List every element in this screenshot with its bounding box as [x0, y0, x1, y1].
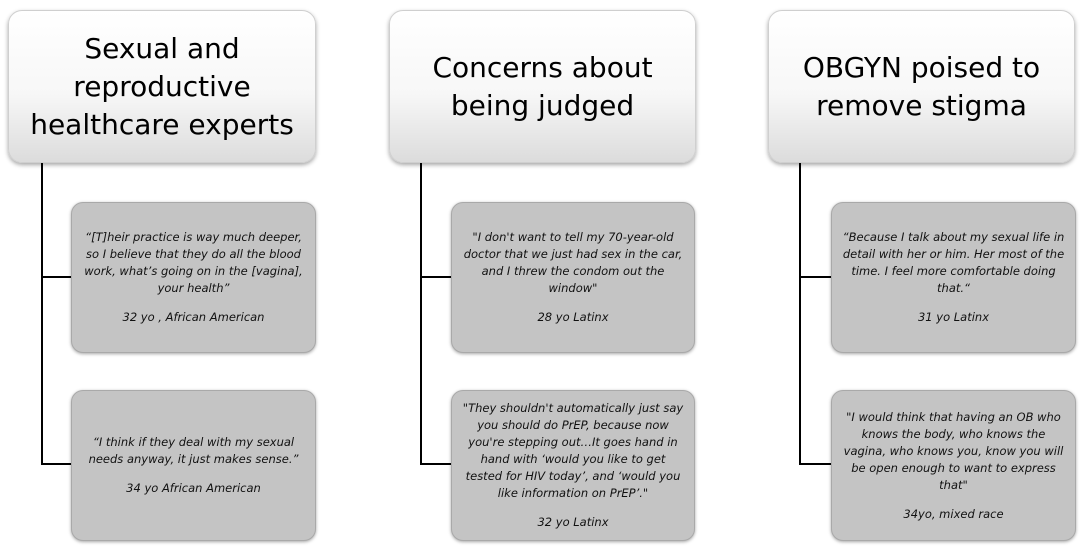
column-2-header: Concerns about being judged — [389, 10, 696, 163]
quote-source: 32 yo Latinx — [537, 515, 609, 529]
quote-source: 28 yo Latinx — [537, 310, 609, 324]
column-3-quote-1: “Because I talk about my sexual life in … — [831, 202, 1076, 353]
quote-text: "I don't want to tell my 70-year-old doc… — [463, 230, 683, 295]
column-2-quote-2: "They shouldn't automatically just say y… — [451, 390, 695, 541]
column-1-connector-branch-2 — [41, 463, 71, 465]
column-1-header: Sexual and reproductive healthcare exper… — [8, 10, 316, 163]
quote-source: 34yo, mixed race — [903, 506, 1004, 521]
quote-text: "I would think that having an OB who kno… — [843, 409, 1064, 492]
column-1-connector-vertical — [41, 163, 43, 465]
column-2-connector-vertical — [420, 163, 422, 465]
quote-text: “[T]heir practice is way much deeper, so… — [84, 230, 303, 295]
quote-text: “Because I talk about my sexual life in … — [842, 230, 1065, 295]
column-3-header: OBGYN poised to remove stigma — [768, 10, 1075, 163]
quote-source: 32 yo , African American — [122, 310, 265, 324]
quote-text: "They shouldn't automatically just say y… — [462, 401, 684, 500]
column-3-quote-2: "I would think that having an OB who kno… — [831, 390, 1076, 541]
column-1-title: Sexual and reproductive healthcare exper… — [30, 31, 294, 141]
column-2-connector-branch-1 — [420, 276, 451, 278]
column-3-connector-branch-2 — [799, 463, 831, 465]
column-2-title: Concerns about being judged — [432, 50, 653, 122]
quote-text: “I think if they deal with my sexual nee… — [88, 435, 299, 466]
quote-source: 34 yo African American — [126, 481, 261, 495]
column-1-quote-2: “I think if they deal with my sexual nee… — [71, 390, 316, 541]
column-3-title: OBGYN poised to remove stigma — [802, 50, 1041, 122]
column-1-quote-1: “[T]heir practice is way much deeper, so… — [71, 202, 316, 353]
quote-source: 31 yo Latinx — [917, 310, 990, 324]
column-2-quote-1: "I don't want to tell my 70-year-old doc… — [451, 202, 695, 353]
column-3-connector-branch-1 — [799, 276, 831, 278]
column-2-connector-branch-2 — [420, 463, 451, 465]
column-1-connector-branch-1 — [41, 276, 71, 278]
column-3-connector-vertical — [799, 163, 801, 465]
